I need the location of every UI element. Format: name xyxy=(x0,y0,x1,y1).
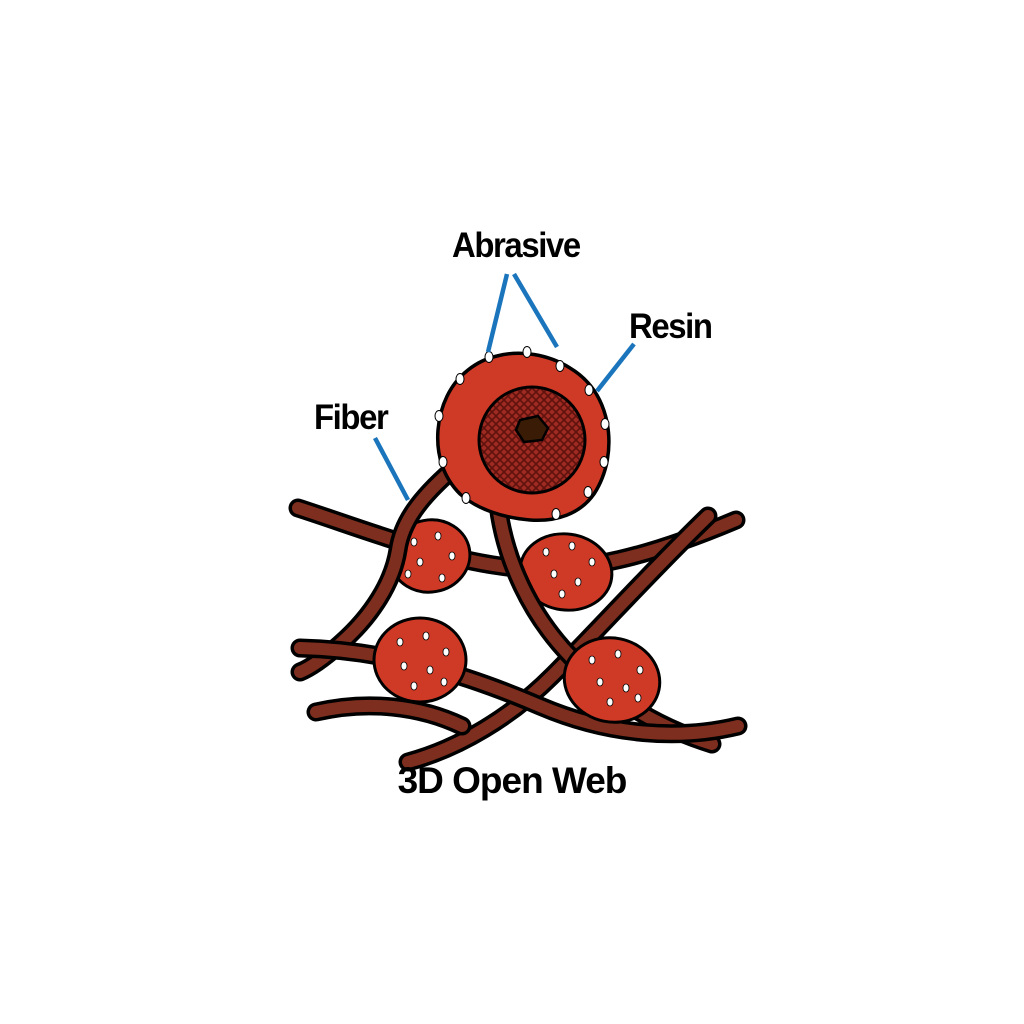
diagram-title: 3D Open Web xyxy=(397,760,628,801)
fiber-label: Fiber xyxy=(314,398,389,437)
resin-label: Resin xyxy=(629,307,713,346)
abrasive-label: Abrasive xyxy=(452,226,581,265)
fiber-strand xyxy=(402,510,714,768)
magnified-node xyxy=(434,346,611,523)
resin-callout-line xyxy=(595,342,636,393)
abrasive-callout-line-right xyxy=(512,272,559,349)
fiber-strand xyxy=(294,464,458,678)
abrasive-particle-blob xyxy=(372,616,468,704)
fiber-callout-line xyxy=(373,436,410,502)
fiber-strands-back xyxy=(288,498,746,772)
abrasive-grain-specks xyxy=(396,531,644,707)
fiber-core-cross-section xyxy=(514,414,550,444)
callout-lines xyxy=(373,272,636,502)
abrasive-callout-line-left xyxy=(485,273,510,353)
fiber-strand xyxy=(310,699,468,732)
node-rim-specks xyxy=(434,346,610,520)
